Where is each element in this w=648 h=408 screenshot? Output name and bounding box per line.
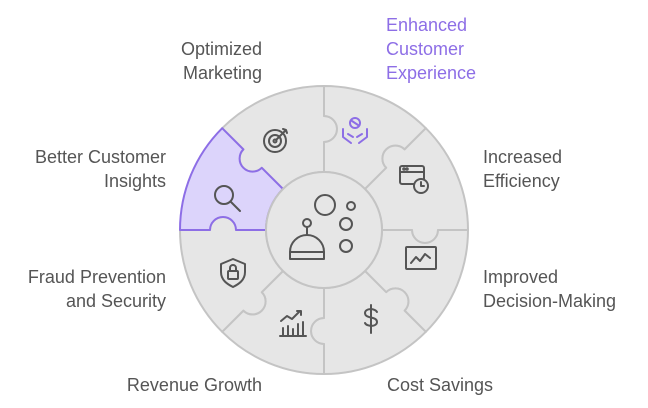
dollar-icon (364, 304, 378, 334)
label-increased-efficiency: Increased Efficiency (483, 147, 563, 191)
label-better-customer-insights: Better Customer Insights (34, 147, 166, 191)
label-improved-decision-making: Improved Decision-Making (483, 267, 617, 311)
line-chart-monitor-icon (405, 246, 437, 270)
label-revenue-growth: Revenue Growth (126, 375, 262, 395)
robot-bubbles-icon (289, 194, 356, 260)
label-enhanced-customer-experience: Enhanced Customer Experience (386, 15, 477, 83)
magnifier-icon (214, 185, 241, 212)
label-optimized-marketing: Optimized Marketing (180, 39, 262, 83)
label-fraud-prevention-and-security: Fraud Prevention and Security (27, 267, 166, 311)
customer-care-icon (342, 117, 368, 144)
target-icon (263, 128, 288, 153)
bar-chart-growth-icon (279, 310, 307, 337)
puzzle-piece-enhanced (179, 127, 284, 231)
center-hub (265, 171, 383, 289)
label-cost-savings: Cost Savings (387, 375, 494, 395)
shield-lock-icon (220, 258, 246, 288)
browser-clock-icon (399, 165, 429, 194)
